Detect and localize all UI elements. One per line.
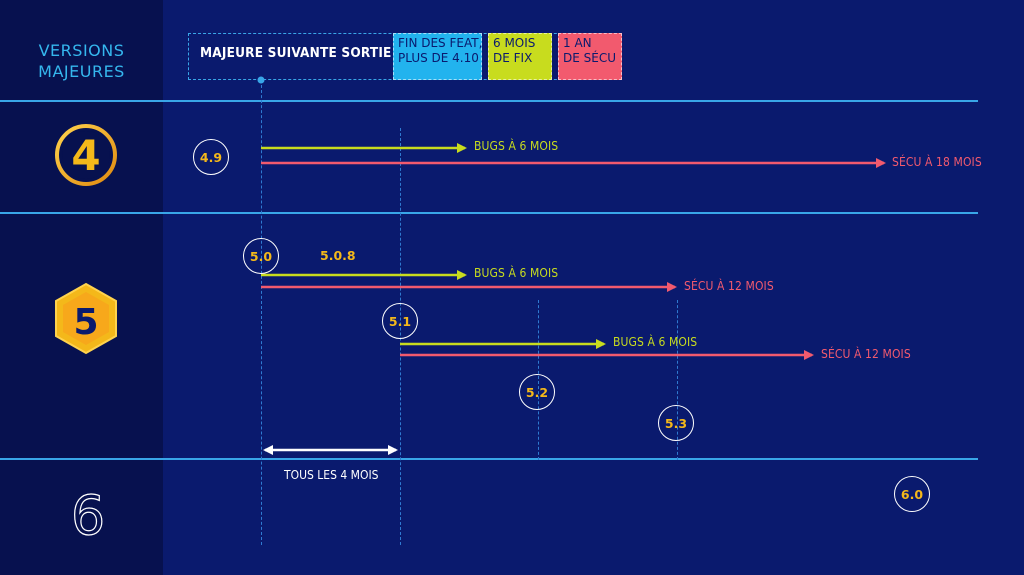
legend-anchor-dot (257, 76, 265, 84)
legend-item-security: 1 AN DE SÉCU (558, 33, 622, 80)
release-6-0: 6.0 (894, 476, 930, 512)
bugs-label-51: BUGS À 6 MOIS (613, 335, 698, 349)
release-5-2: 5.2 (519, 374, 555, 410)
legend-item-end-features: FIN DES FEAT, PLUS DE 4.10 (393, 33, 482, 80)
release-5-0-8: 5.0.8 (320, 248, 356, 263)
release-5-0: 5.0 (243, 238, 279, 274)
security-label-php4: SÉCU À 18 MOIS (892, 155, 982, 169)
svg-text:6: 6 (71, 484, 105, 547)
sidebar-title-line1: VERSIONS (38, 41, 125, 60)
php4-logo-icon: 4 (55, 124, 117, 186)
row-divider-top (0, 100, 978, 102)
legend-item-line: FIN DES FEAT, (398, 36, 483, 50)
legend-item-fix: 6 MOIS DE FIX (488, 33, 552, 80)
legend-item-line: DE SÉCU (563, 51, 616, 65)
legend-item-line: DE FIX (493, 51, 533, 65)
sidebar-title: VERSIONS MAJEURES (0, 40, 163, 82)
svg-text:4: 4 (71, 131, 100, 180)
release-5-3: 5.3 (658, 405, 694, 441)
php6-logo-icon: 6 (70, 483, 106, 547)
svg-text:5: 5 (73, 302, 98, 343)
interval-label: TOUS LES 4 MOIS (284, 468, 379, 482)
legend-item-line: PLUS DE 4.10 (398, 51, 479, 65)
security-label-51: SÉCU À 12 MOIS (821, 347, 911, 361)
bugs-label-php4: BUGS À 6 MOIS (474, 139, 559, 153)
legend-label: MAJEURE SUIVANTE SORTIE : (200, 45, 402, 61)
release-5-1: 5.1 (382, 303, 418, 339)
legend-item-line: 1 AN (563, 36, 592, 50)
bugs-label-50: BUGS À 6 MOIS (474, 266, 559, 280)
guide-line-53 (677, 300, 678, 460)
release-4-9: 4.9 (193, 139, 229, 175)
php5-logo-icon: 5 (55, 282, 117, 355)
sidebar-title-line2: MAJEURES (38, 62, 125, 81)
security-label-50: SÉCU À 12 MOIS (684, 279, 774, 293)
row-divider-php5 (0, 458, 978, 460)
row-divider-php4 (0, 212, 978, 214)
legend-item-line: 6 MOIS (493, 36, 536, 50)
guide-line-50 (261, 80, 262, 545)
